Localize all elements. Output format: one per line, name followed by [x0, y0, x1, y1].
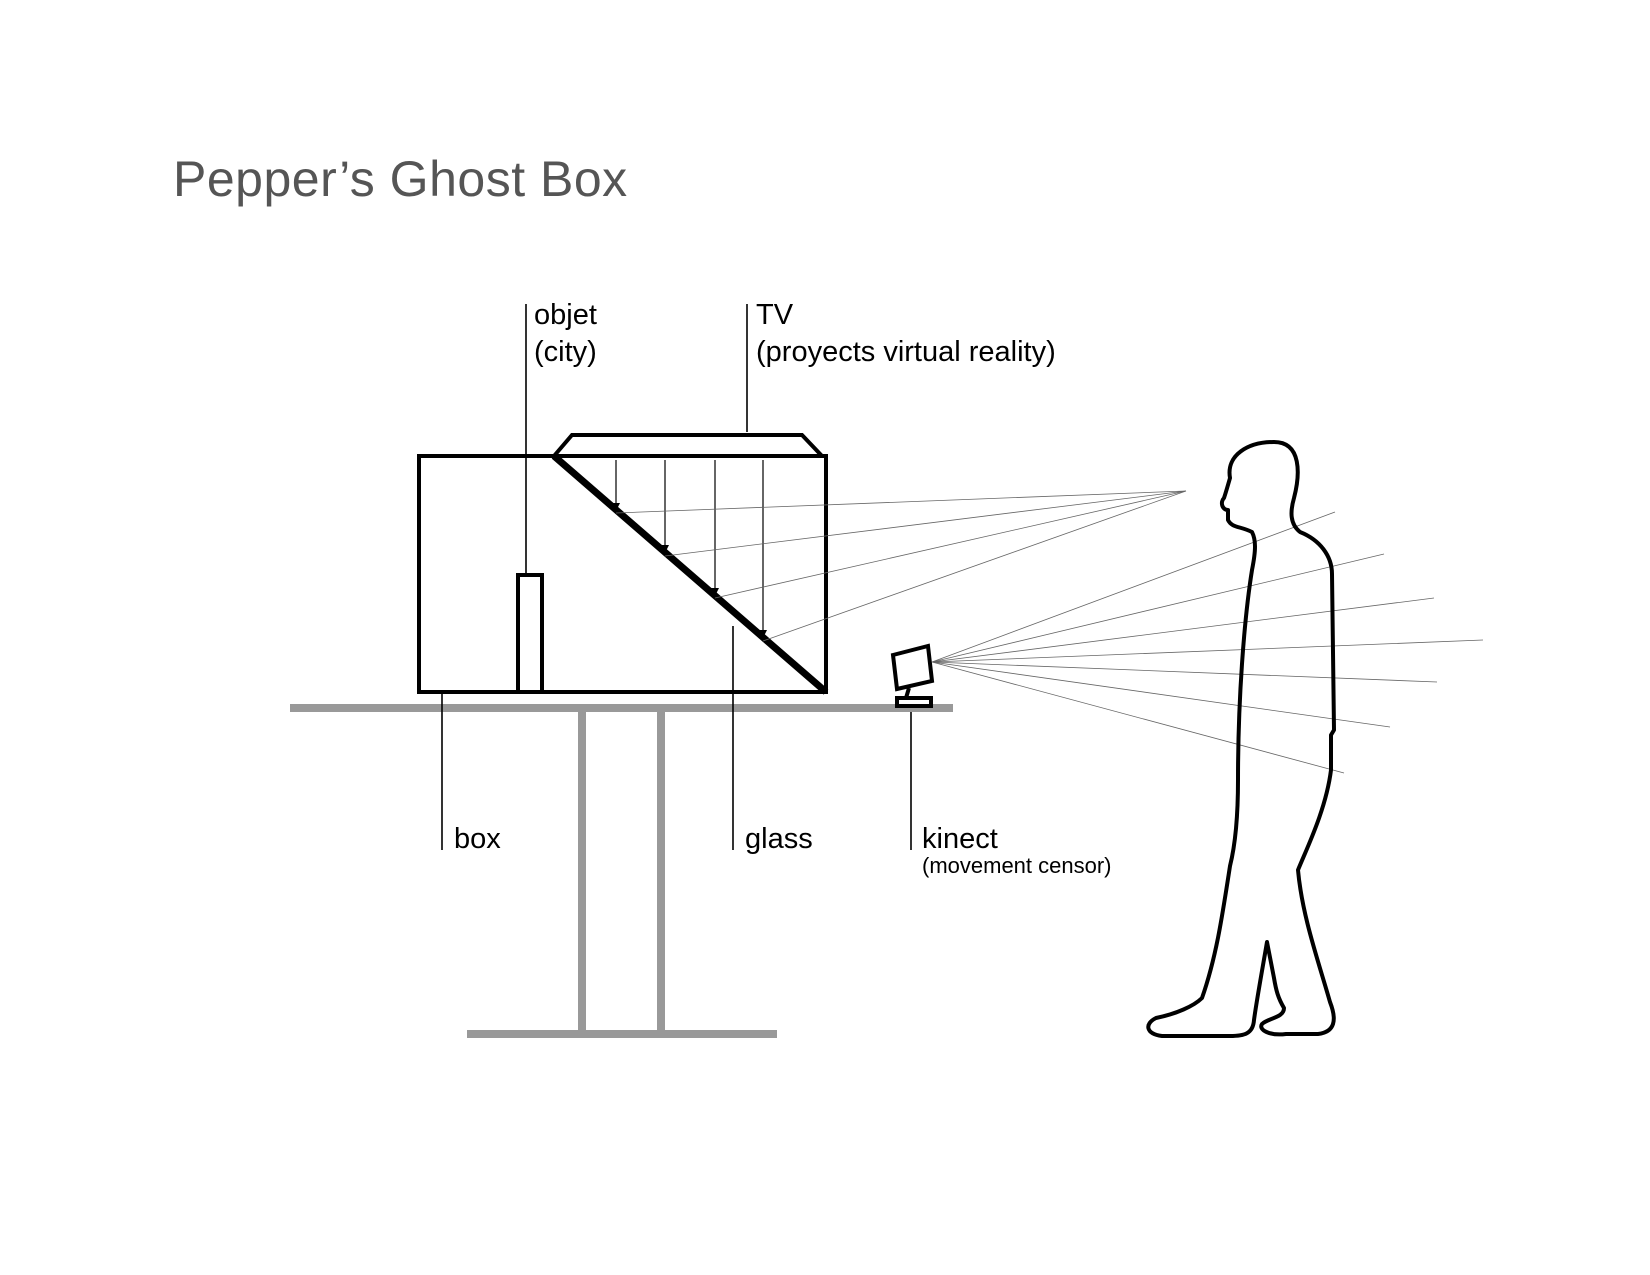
object-city [516, 573, 544, 694]
label-tv: TV [756, 299, 794, 331]
glass-pane [551, 453, 829, 695]
label-kinect-sub: (movement censor) [922, 853, 1112, 878]
label-objet-sub: (city) [534, 336, 597, 368]
table [290, 704, 953, 1038]
kinect-sensor [890, 643, 935, 708]
page-title: Pepper’s Ghost Box [173, 151, 628, 207]
kinect-base [895, 696, 933, 708]
label-box: box [454, 823, 501, 855]
person-silhouette [1146, 440, 1336, 1038]
projection-arrows [612, 460, 767, 638]
leader-lines [441, 304, 912, 850]
kinect-rays [931, 511, 1484, 774]
kinect-head [890, 643, 935, 692]
label-kinect: kinect [922, 823, 998, 855]
label-objet: objet [534, 299, 597, 331]
sight-lines [615, 490, 1187, 642]
box-outline [417, 454, 828, 694]
label-glass: glass [745, 823, 813, 855]
tv-shape [549, 433, 827, 458]
label-tv-sub: (proyects virtual reality) [756, 336, 1056, 368]
